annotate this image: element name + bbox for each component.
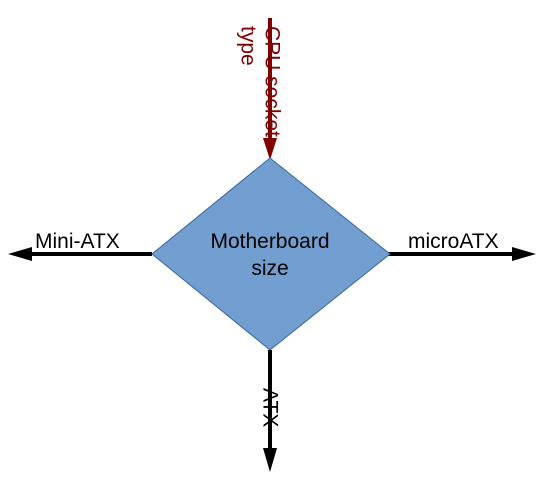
center-diamond — [151, 157, 391, 351]
right-arrow-head — [512, 247, 536, 261]
top-arrow-label-line2: type — [237, 26, 260, 66]
top-arrow — [263, 18, 277, 160]
center-label-line2: size — [251, 257, 288, 280]
bottom-arrow-label-group: ATX — [259, 388, 282, 427]
top-arrow-head — [263, 138, 277, 160]
bottom-arrow-head — [263, 448, 277, 472]
left-arrow-head — [8, 247, 32, 261]
top-arrow-label-group: CPU socket type — [237, 26, 284, 137]
left-arrow — [8, 247, 152, 261]
right-arrow — [388, 247, 536, 261]
center-label-line1: Motherboard — [210, 230, 329, 253]
bottom-arrow — [263, 350, 277, 472]
left-arrow-label: Mini-ATX — [35, 230, 120, 253]
bottom-arrow-label: ATX — [259, 388, 282, 427]
top-arrow-label-line1: CPU socket — [261, 26, 284, 137]
right-arrow-label: microATX — [408, 230, 499, 253]
